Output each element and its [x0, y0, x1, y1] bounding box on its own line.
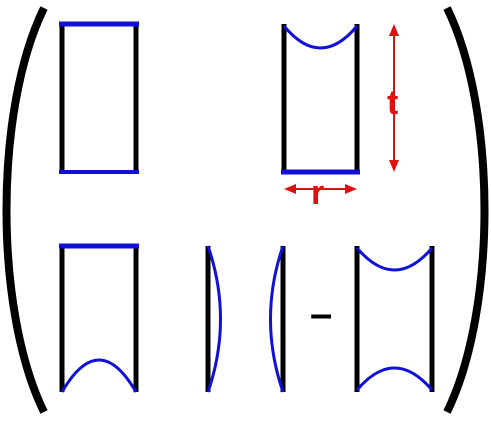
concave-top-boundary — [282, 25, 359, 50]
radius-dimension-arrow — [284, 184, 357, 194]
concave-bottom-boundary — [355, 366, 434, 391]
cell-sliver-convex-right — [205, 245, 222, 393]
left-matrix-bracket — [2, 6, 48, 414]
cell-top-right-concave-top — [281, 24, 360, 175]
cell-bottom-left-concave-bottom — [59, 243, 139, 393]
cell-bottom-right-double-concave — [354, 246, 435, 392]
concave-top-boundary — [355, 247, 434, 272]
cell-sliver-convex-left — [269, 245, 286, 393]
cell-top-left-flat-flat — [59, 21, 139, 174]
convex-right-boundary — [206, 245, 222, 393]
minus-sign: – — [310, 292, 333, 336]
concave-bottom-boundary — [60, 358, 138, 393]
right-matrix-bracket — [443, 6, 489, 414]
radius-label: r — [311, 174, 325, 212]
thickness-dimension-arrow — [389, 24, 399, 172]
thickness-label: t — [387, 84, 399, 122]
convex-left-boundary — [269, 245, 285, 393]
